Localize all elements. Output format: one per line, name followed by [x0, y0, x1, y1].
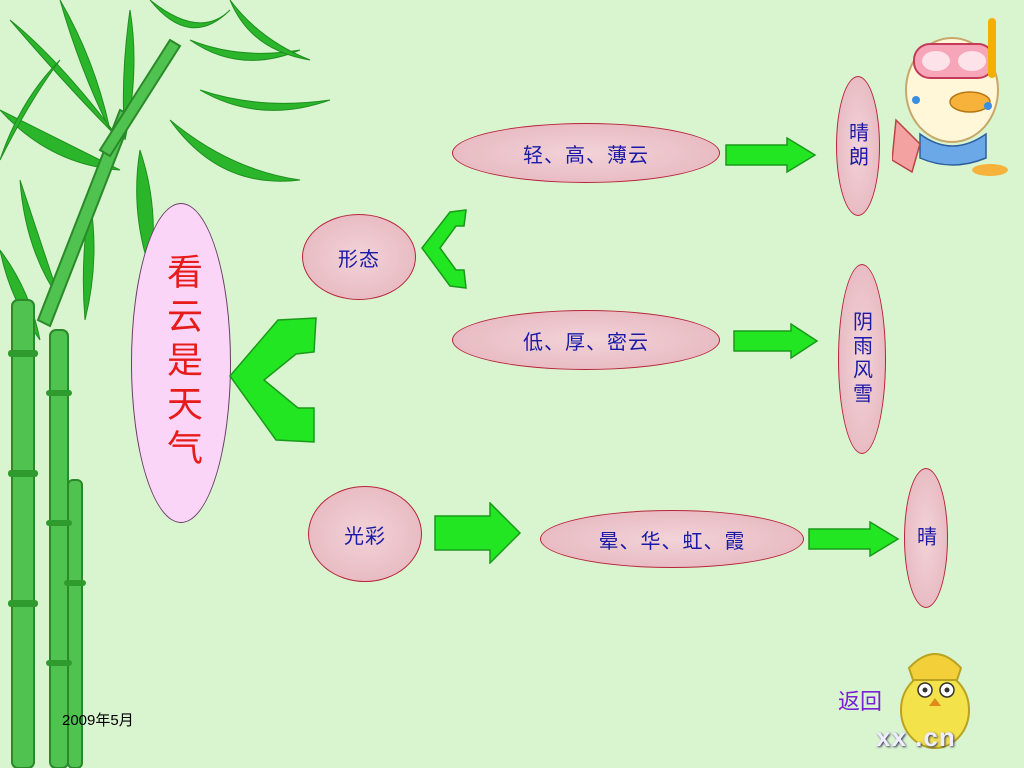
- main-title-oval: 看云是天气: [131, 203, 231, 523]
- light-to-sunny-arrow: [725, 137, 817, 173]
- light-cloud-label: 轻、高、薄云: [523, 142, 649, 167]
- bamboo-illustration: [0, 0, 330, 768]
- main-branch-chevron-arrow: [229, 317, 317, 443]
- rain-wind-snow-oval: 阴雨风雪: [838, 264, 886, 454]
- rain-wind-snow-label: 阴雨风雪: [849, 311, 874, 407]
- sunny-clear-label: 晴朗: [845, 122, 870, 170]
- halo-to-sunny-arrow: [808, 521, 900, 557]
- shape-branch-label: 形态: [338, 246, 380, 271]
- light-cloud-oval: 轻、高、薄云: [452, 123, 720, 183]
- color-branch-label: 光彩: [344, 523, 386, 548]
- heavy-cloud-label: 低、厚、密云: [523, 329, 649, 354]
- site-watermark: xx .cn: [876, 722, 956, 752]
- duck-snorkel-cartoon: [892, 18, 1008, 176]
- sunny-clear-oval: 晴朗: [836, 76, 880, 216]
- date-label: 2009年5月: [62, 712, 134, 729]
- halo-cloud-oval: 晕、华、虹、霞: [540, 510, 804, 568]
- halo-cloud-label: 晕、华、虹、霞: [598, 528, 746, 553]
- chick-cartoon: [900, 653, 970, 749]
- color-to-halo-arrow: [434, 502, 522, 564]
- sunny-label: 晴: [913, 526, 938, 550]
- sunny-oval: 晴: [904, 468, 948, 608]
- heavy-to-rain-arrow: [733, 323, 819, 359]
- color-branch-oval: 光彩: [308, 486, 422, 582]
- heavy-cloud-oval: 低、厚、密云: [452, 310, 720, 370]
- back-link[interactable]: 返回: [838, 689, 883, 714]
- shape-branch-oval: 形态: [302, 214, 416, 300]
- main-title: 看云是天气: [161, 253, 202, 473]
- shape-branch-chevron-arrow: [421, 209, 467, 289]
